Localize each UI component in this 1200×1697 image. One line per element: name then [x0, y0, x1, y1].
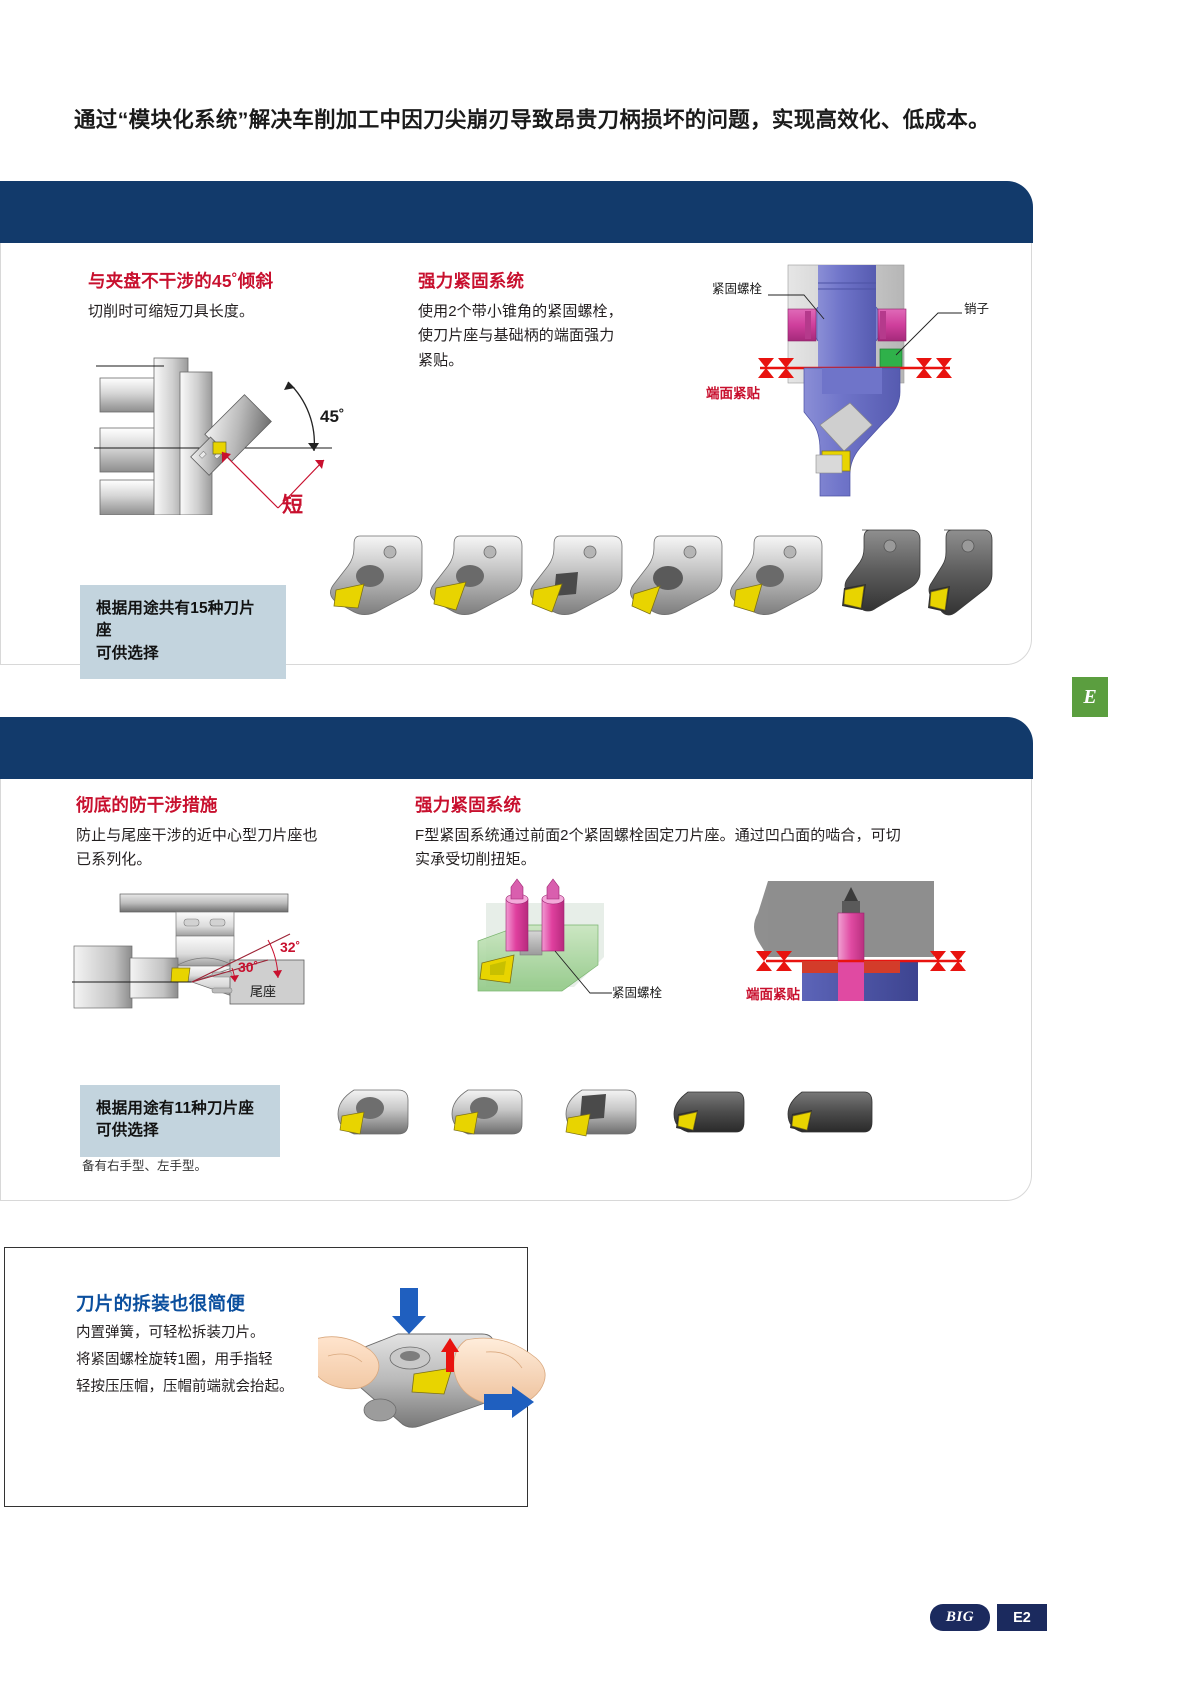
tailstock-clearance-diagram: 尾座 32˚ 30˚: [72, 872, 372, 1040]
panel1-infobox-line-1: 根据用途共有15种刀片座: [96, 600, 255, 640]
panel2-right-body-line-1: F型紧固系统通过前面2个紧固螺栓固定刀片座。通过凹凸面的啮合，可切: [415, 827, 901, 844]
insert-mounting-body-line-3: 轻按压压帽，压帽前端就会抬起。: [76, 1378, 294, 1395]
angle-45-label: 45˚: [320, 407, 345, 426]
panel2-right-title: 强力紧固系统: [415, 795, 522, 815]
holder-item: [337, 1089, 409, 1135]
chuck-45deg-diagram: 45˚ 短: [92, 330, 402, 515]
angle-32-label: 32˚: [280, 939, 300, 955]
panel1-right-title: 强力紧固系统: [418, 271, 525, 291]
clamping-bolt-label-p2: 紧固螺栓: [612, 985, 663, 1000]
panel1-right-body-line-3: 紧贴。: [418, 351, 464, 369]
holder-item: [730, 535, 823, 615]
insert-mounting-body-line-2: 将紧固螺栓旋转1圈，用手指轻: [76, 1351, 273, 1368]
big-brand-logo: BIG: [930, 1604, 990, 1631]
panel1-right-body-line-1: 使用2个带小锥角的紧固螺栓，: [418, 303, 623, 320]
insert-mounting-body: 内置弹簧，可轻松拆装刀片。 将紧固螺栓旋转1圈，用手指轻 轻按压压帽，压帽前端就…: [76, 1320, 336, 1400]
holder-item: [430, 535, 523, 615]
holder-item: [330, 535, 423, 615]
lift-up-arrow: [441, 1338, 459, 1372]
panel2-infobox-line-2: 可供选择: [96, 1122, 159, 1140]
insert-mounting-illustration: [318, 1282, 548, 1472]
panel2-right-title-block: 强力紧固系统 F型紧固系统通过前面2个紧固螺栓固定刀片座。通过凹凸面的啮合，可切…: [415, 792, 975, 873]
edge-tab-label: E: [1083, 685, 1097, 708]
panel2-infobox: 根据用途有11种刀片座 可供选择: [80, 1085, 280, 1157]
holder-item: [928, 529, 993, 616]
panel2-holder-lineup: [330, 1072, 890, 1162]
page-number: E2: [997, 1604, 1047, 1631]
panel-1-header-bar: [0, 181, 1033, 243]
panel1-right-body: 使用2个带小锥角的紧固螺栓， 使刀片座与基础柄的端面强力 紧贴。: [418, 300, 658, 373]
panel2-right-body-line-2: 实承受切削扭矩。: [415, 851, 536, 869]
panel2-left-body-line-1: 防止与尾座干涉的近中心型刀片座也: [76, 827, 318, 844]
insert-mounting-title: 刀片的拆装也很简便: [76, 1293, 246, 1314]
tailstock-label: 尾座: [250, 984, 276, 999]
section-edge-tab-e[interactable]: E: [1072, 677, 1108, 717]
panel1-infobox-line-2: 可供选择: [96, 644, 159, 662]
short-label: 短: [282, 494, 303, 515]
panel1-left-title-block: 与夹盘不干涉的45˚倾斜 切削时可缩短刀具长度。: [88, 268, 273, 324]
holder-item: [565, 1089, 637, 1137]
panel2-note: 备有右手型、左手型。: [82, 1159, 208, 1173]
panel-2-header-bar: [0, 717, 1033, 779]
panel2-left-title-block: 彻底的防干涉措施 防止与尾座干涉的近中心型刀片座也 已系列化。: [76, 792, 376, 873]
f-clamp-bolt-diagram: 紧固螺栓: [460, 875, 680, 1035]
holder-item: [530, 535, 623, 615]
end-face-contact-diagram: 端面紧贴: [740, 875, 990, 1035]
holder-item: [787, 1091, 873, 1133]
angle-30-label: 30˚: [238, 959, 258, 975]
clamping-bolt-label-p1: 紧固螺栓: [712, 281, 763, 296]
holder-item: [630, 535, 723, 615]
panel2-left-body: 防止与尾座干涉的近中心型刀片座也 已系列化。: [76, 824, 376, 873]
panel1-right-title-block: 强力紧固系统 使用2个带小锥角的紧固螺栓， 使刀片座与基础柄的端面强力 紧贴。: [418, 268, 658, 373]
panel1-left-title: 与夹盘不干涉的45˚倾斜: [88, 271, 274, 291]
holder-item: [842, 529, 921, 612]
panel1-infobox: 根据用途共有15种刀片座 可供选择: [80, 585, 286, 680]
panel2-left-title: 彻底的防干涉措施: [76, 795, 218, 815]
panel1-left-body: 切削时可缩短刀具长度。: [88, 303, 255, 320]
clamping-cross-section-diagram: 紧固螺栓 销子 端面紧贴: [700, 255, 1020, 505]
pin-label: 销子: [964, 302, 989, 316]
panel2-infobox-line-1: 根据用途有11种刀片座: [96, 1100, 255, 1117]
end-face-contact-label-p2: 端面紧贴: [746, 986, 800, 1002]
holder-item: [451, 1089, 523, 1135]
panel1-right-body-line-2: 使刀片座与基础柄的端面强力: [418, 327, 615, 345]
panel2-left-body-line-2: 已系列化。: [76, 851, 152, 869]
panel2-right-body: F型紧固系统通过前面2个紧固螺栓固定刀片座。通过凹凸面的啮合，可切 实承受切削扭…: [415, 824, 975, 873]
push-right-arrow: [484, 1386, 534, 1418]
page-headline: 通过“模块化系统”解决车削加工中因刀尖崩刃导致昂贵刀柄损坏的问题，实现高效化、低…: [74, 108, 990, 132]
press-down-arrow: [392, 1288, 426, 1334]
page-footer: BIG E2: [930, 1604, 1047, 1631]
panel1-holder-lineup: [320, 528, 1020, 648]
end-face-contact-label-p1: 端面紧贴: [706, 385, 760, 401]
insert-mounting-body-line-1: 内置弹簧，可轻松拆装刀片。: [76, 1325, 265, 1341]
holder-item: [673, 1091, 745, 1133]
